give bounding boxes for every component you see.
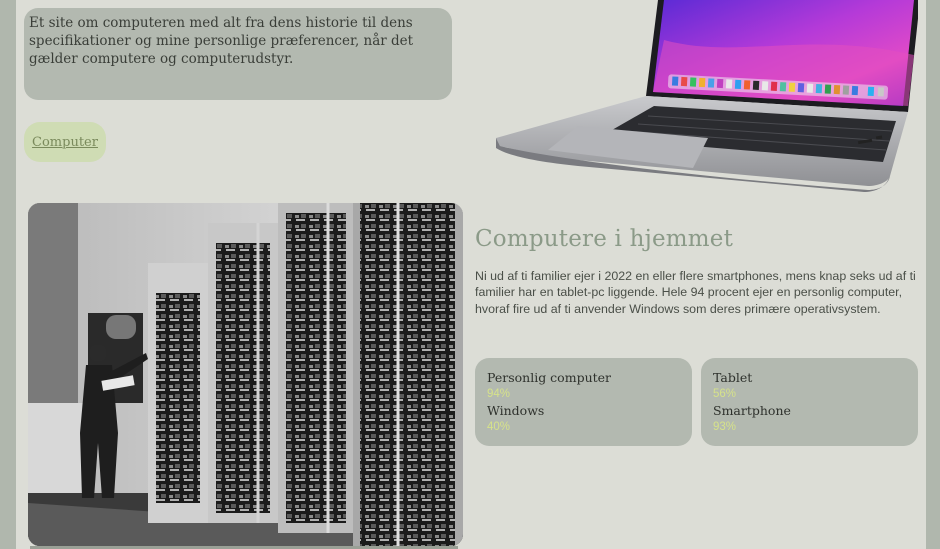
- stat-label: Personlig computer: [487, 370, 612, 385]
- stats-card-right: Tablet 56% Smartphone 93%: [701, 358, 918, 446]
- section-paragraph: Ni ud af ti familier ejer i 2022 en elle…: [475, 269, 916, 316]
- stat-label: Tablet: [713, 370, 753, 385]
- server-room-photo: [28, 203, 463, 546]
- photo-underline: [30, 546, 458, 549]
- computer-nav-pill[interactable]: Computer: [24, 122, 106, 162]
- stat-value: 93%: [713, 421, 737, 433]
- stat-value: 56%: [713, 388, 737, 400]
- stats-card-left: Personlig computer 94% Windows 40%: [475, 358, 692, 446]
- stat-value: 94%: [487, 388, 511, 400]
- page: Et site om computeren med alt fra dens h…: [16, 0, 926, 549]
- stat-label: Smartphone: [713, 403, 791, 418]
- stat-label: Windows: [487, 403, 545, 418]
- intro-box: Et site om computeren med alt fra dens h…: [24, 8, 452, 100]
- laptop-image: [496, 0, 918, 192]
- section-title: Computere i hjemmet: [475, 226, 734, 252]
- stat-value: 40%: [487, 421, 511, 433]
- intro-text: Et site om computeren med alt fra dens h…: [29, 15, 414, 67]
- computer-link[interactable]: Computer: [32, 134, 98, 150]
